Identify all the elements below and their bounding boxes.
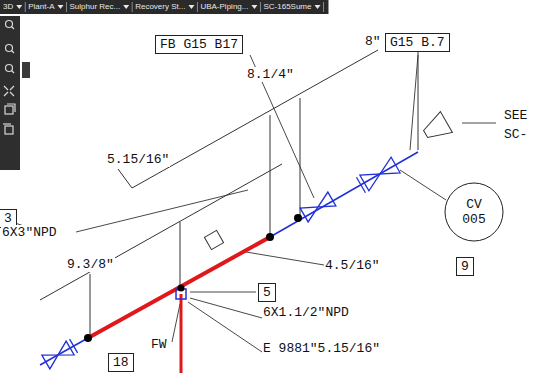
weld-dots (84, 214, 302, 342)
reducer-symbol (420, 112, 453, 145)
reference-box: 5 (258, 283, 276, 302)
dimension-label: E 9881"5.15/16" (262, 341, 381, 356)
reference-box: FB G15 B17 (155, 35, 243, 54)
pipe-run (40, 152, 418, 373)
weld-box (204, 230, 223, 249)
tag-text: 5 (263, 285, 271, 300)
reference-box: 9 (456, 257, 474, 276)
valve-symbol (356, 157, 400, 193)
toolbar-dropdown: SC-165Sume (263, 2, 311, 12)
dimension-label: SEE (503, 108, 528, 123)
dropdown-arrows (16, 2, 323, 12)
toolbar-bar (0, 0, 328, 14)
dimension-label: 5.15/16" (106, 152, 170, 167)
toolbar-dropdown: Sulphur Rec... (69, 2, 120, 12)
toolbar-dropdown: 3D (3, 2, 13, 12)
toolbar-dropdown: Plant-A (28, 2, 54, 12)
dimension-label: 8" (364, 34, 382, 49)
reference-box: G15 B.7 (385, 33, 450, 52)
side-toolbar (0, 16, 30, 170)
tag-text: 9 (461, 259, 469, 274)
leader-lines (12, 55, 496, 352)
dimension-label: SC- (503, 127, 528, 142)
tag-text: FB G15 B17 (160, 37, 238, 52)
dimension-label: 9.3/8" (66, 257, 115, 272)
dimension-label: 4.5/16" (324, 258, 381, 273)
tag-text: CV 005 (459, 197, 489, 227)
dimension-lines (40, 40, 418, 337)
toolbar-dropdown: Recovery St... (135, 2, 185, 12)
dimension-label: 6X1.1/2"NPD (262, 305, 350, 320)
tag-text: 3 (4, 211, 12, 226)
valve-symbol (42, 339, 78, 369)
tag-text: G15 B.7 (390, 35, 445, 50)
reference-box: 18 (108, 353, 134, 372)
valve-symbol (297, 192, 336, 224)
dimension-label: 8.1/4" (246, 67, 295, 82)
dimension-label: 6X3"NPD (1, 225, 58, 240)
dimension-label: FW (150, 337, 168, 352)
toolbar-dropdown: UBA-Piping... (200, 2, 248, 12)
valve-tag-circle: CV 005 (444, 182, 504, 242)
tag-text: 18 (113, 355, 129, 370)
